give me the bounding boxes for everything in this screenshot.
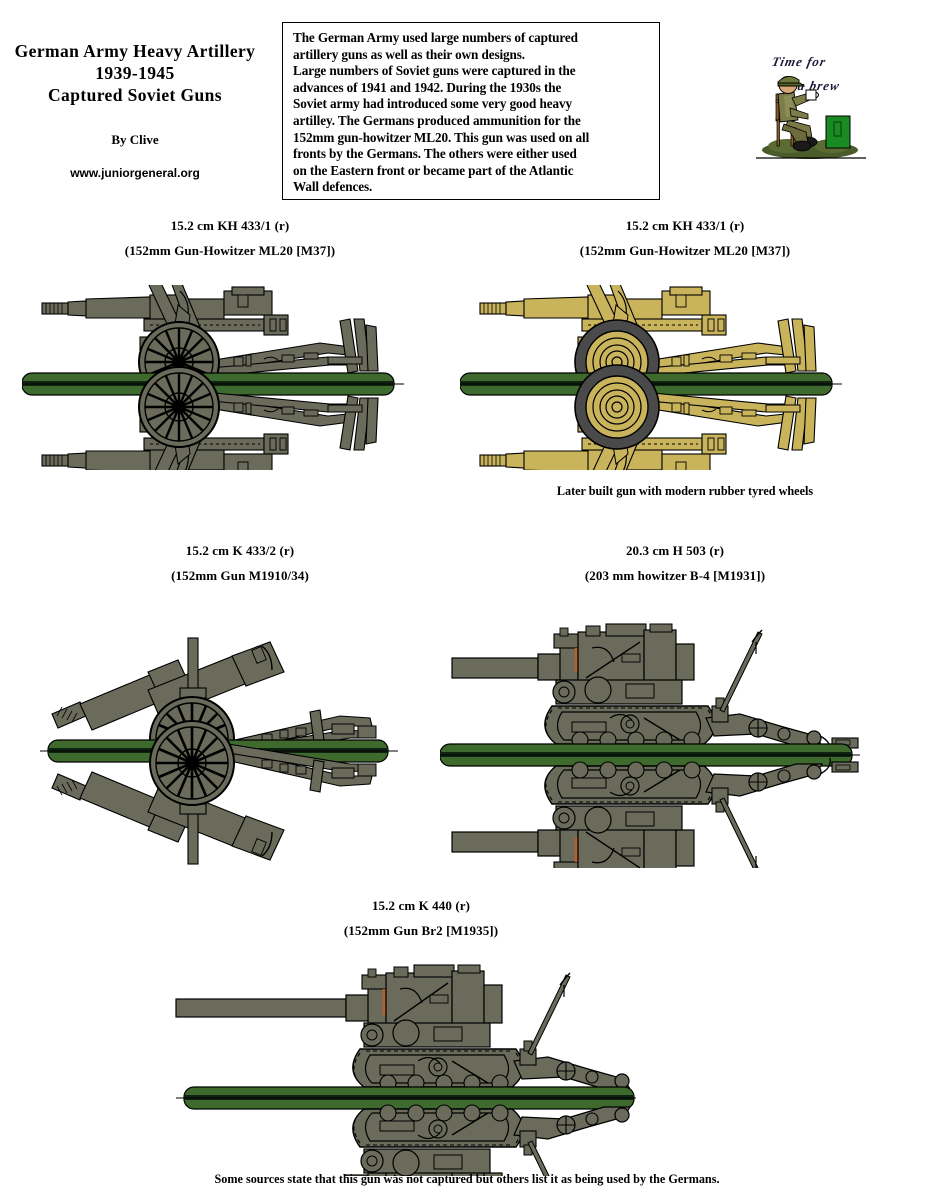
figure-artwork (0, 285, 460, 470)
figure-caption-secondary: (152mm Gun-Howitzer ML20 [M37]) (124, 243, 336, 258)
figure-caption-primary: 20.3 cm H 503 (r) (625, 543, 725, 558)
description-line: artilley. The Germans produced ammunitio… (293, 112, 581, 128)
figure-caption-primary: 15.2 cm KH 433/1 (r) (170, 218, 290, 233)
figure-caption-primary: 15.2 cm KH 433/1 (r) (625, 218, 745, 233)
figure-kh-433-1-green: 15.2 cm KH 433/1 (r) (152mm Gun-Howitzer… (0, 218, 460, 470)
soldier-drinking-tea-icon (756, 76, 866, 159)
figure-caption-primary: 15.2 cm K 440 (r) (371, 898, 471, 913)
time-for-a-brew-vignette: Time for a brew (748, 46, 908, 164)
description-line: advances of 1941 and 1942. During the 19… (293, 79, 562, 95)
figure-caption-secondary: (152mm Gun M1910/34) (171, 568, 309, 583)
figure-artwork (174, 961, 656, 1176)
base-strip (440, 743, 860, 767)
description-line: The German Army used large numbers of ca… (293, 30, 578, 45)
footer-note: Some sources state that this gun was not… (214, 1172, 720, 1186)
page-title-line-3: Captured Soviet Guns (48, 85, 222, 105)
author-byline: By Clive (111, 132, 159, 147)
figure-caption-secondary: (152mm Gun-Howitzer ML20 [M37]) (579, 243, 791, 258)
description-line: artillery guns as well as their own desi… (293, 46, 526, 62)
figure-caption-primary: 15.2 cm K 433/2 (r) (185, 543, 295, 558)
description-line: fronts by the Germans. The others were e… (293, 146, 577, 162)
website-link[interactable]: www.juniorgeneral.org (70, 166, 200, 180)
description-line: Large numbers of Soviet guns were captur… (293, 63, 576, 79)
description-line: on the Eastern front or became part of t… (293, 162, 574, 178)
description-line: 152mm gun-howitzer ML20. This gun was us… (293, 129, 590, 145)
page-title-line-2: 1939-1945 (95, 63, 175, 83)
base-strip (176, 1086, 636, 1110)
figure-artwork (440, 618, 910, 868)
description-box: The German Army used large numbers of ca… (282, 22, 660, 200)
figure-caption-secondary: (203 mm howitzer B-4 [M1931]) (584, 568, 766, 583)
page-title-line-1: German Army Heavy Artillery (14, 41, 256, 61)
figure-kh-433-1-tan: 15.2 cm KH 433/1 (r) (152mm Gun-Howitzer… (450, 218, 920, 499)
description-line: Soviet army had introduced some very goo… (293, 96, 572, 112)
figure-k-433-2: 15.2 cm K 433/2 (r) (152mm Gun M1910/34) (20, 543, 460, 896)
page-title: German Army Heavy Artillery 1939-1945 Ca… (0, 40, 270, 180)
description-line: Wall defences. (293, 179, 373, 195)
figure-k-440: 15.2 cm K 440 (r) (152mm Gun Br2 [M1935]… (174, 898, 656, 1176)
figure-artwork (450, 285, 920, 470)
figure-h-503: 20.3 cm H 503 (r) (203 mm howitzer B-4 [… (440, 543, 910, 868)
figure-note: Later built gun with modern rubber tyred… (556, 484, 814, 498)
figure-artwork (20, 606, 460, 896)
figure-caption-secondary: (152mm Gun Br2 [M1935]) (343, 923, 499, 938)
